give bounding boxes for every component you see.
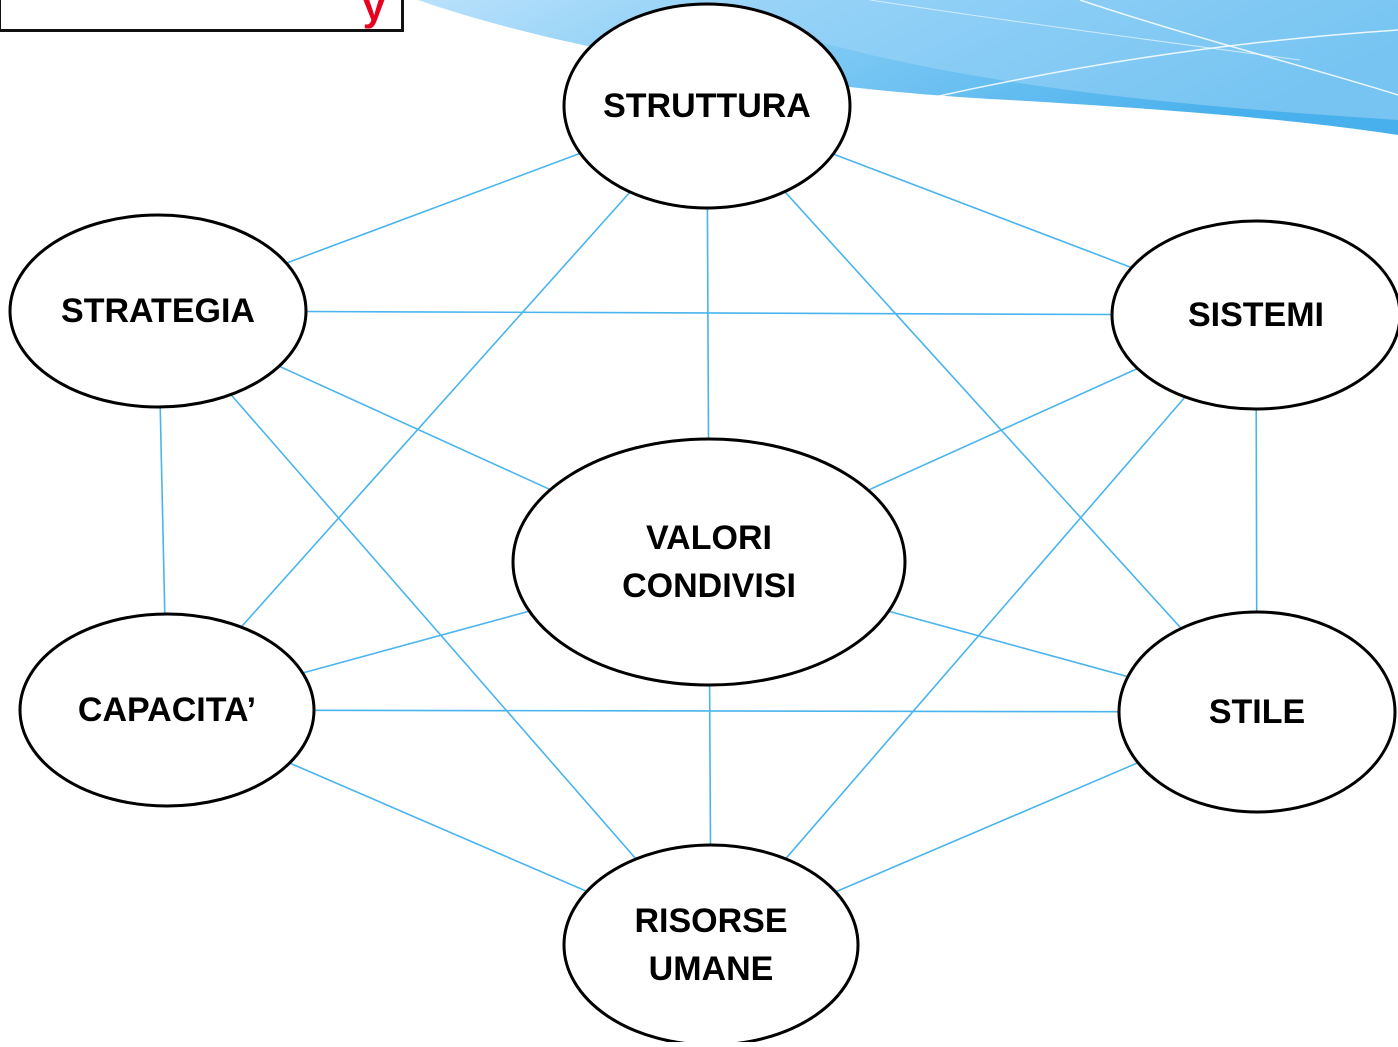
edge-strategia-risorse — [230, 394, 637, 860]
node-capacita: CAPACITA’ — [18, 612, 316, 808]
edge-sistemi-risorse — [784, 396, 1186, 860]
node-struttura-ellipse — [562, 2, 852, 210]
node-capacita-ellipse — [18, 612, 316, 808]
node-stile-ellipse — [1117, 610, 1397, 814]
edge-sistemi-valori — [867, 367, 1138, 491]
edge-valori-risorse — [708, 684, 712, 846]
edge-valori-stile — [888, 610, 1129, 678]
edge-sistemi-stile — [1255, 408, 1258, 613]
node-stile: STILE — [1117, 610, 1397, 814]
node-strategia-ellipse — [8, 213, 308, 409]
node-risorse-label-0: RISORSE — [634, 902, 787, 940]
edge-strategia-capacita — [159, 406, 166, 615]
edge-strategia-valori — [278, 365, 551, 491]
edge-strategia-sistemi — [305, 310, 1113, 316]
node-sistemi: SISTEMI — [1110, 219, 1398, 411]
node-valori-ellipse — [511, 437, 907, 687]
node-valori: VALORI CONDIVISI — [511, 437, 907, 687]
node-sistemi-ellipse — [1110, 219, 1398, 411]
node-valori-label-1: CONDIVISI — [622, 567, 796, 605]
node-strategia: STRATEGIA — [8, 213, 308, 409]
diagram-nodes: STRUTTURA STRATEGIA SISTEMI VALORI CONDIVISI… — [8, 2, 1398, 1047]
edge-struttura-strategia — [286, 152, 581, 264]
node-struttura-label-0: STRUTTURA — [603, 87, 811, 125]
node-capacita-label-0: CAPACITA’ — [78, 691, 256, 729]
edge-struttura-stile — [784, 191, 1182, 629]
node-sistemi-label-0: SISTEMI — [1188, 296, 1324, 334]
node-valori-label-0: VALORI — [646, 519, 772, 557]
connection-lines — [159, 152, 1258, 893]
title-box: y — [0, 0, 404, 32]
node-strategia-label-0: STRATEGIA — [61, 292, 255, 330]
edge-struttura-sistemi — [832, 153, 1132, 269]
node-struttura: STRUTTURA — [562, 2, 852, 210]
edge-struttura-capacita — [240, 191, 631, 628]
edge-capacita-risorse — [289, 762, 588, 893]
node-risorse-ellipse — [562, 843, 860, 1047]
node-risorse: RISORSE UMANE — [562, 843, 860, 1047]
edge-stile-risorse — [835, 761, 1139, 893]
node-stile-label-0: STILE — [1209, 693, 1305, 731]
node-risorse-label-1: UMANE — [649, 950, 774, 988]
edge-valori-capacita — [302, 610, 530, 674]
title-text: y — [362, 0, 385, 29]
edge-capacita-stile — [313, 709, 1120, 713]
edge-struttura-valori — [706, 207, 710, 440]
